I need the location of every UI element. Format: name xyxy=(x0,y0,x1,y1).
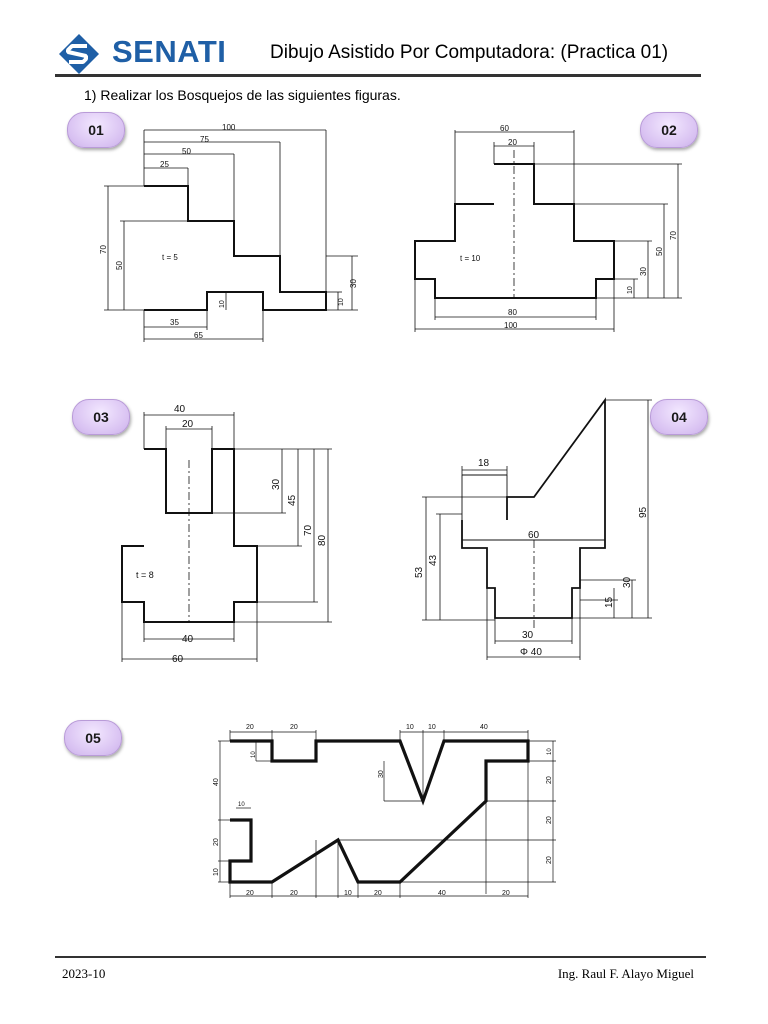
f3-dim-40b: 40 xyxy=(182,634,194,645)
f2-dim-80: 80 xyxy=(508,308,517,317)
f3-dim-80: 80 xyxy=(317,534,328,546)
f1-dim-65: 65 xyxy=(194,331,203,340)
f5-left-10b: 10 xyxy=(238,802,245,808)
f4-dim-43: 43 xyxy=(428,554,439,566)
f5-bottom-20a: 20 xyxy=(246,890,254,897)
f5-bottom-20d: 20 xyxy=(502,890,510,897)
header-divider xyxy=(55,74,701,77)
f2-dim-10: 10 xyxy=(627,286,634,294)
f1-dim-50v: 50 xyxy=(115,261,124,270)
f1-dim-30: 30 xyxy=(349,279,358,288)
f1-dim-10: 10 xyxy=(219,300,226,308)
figure-04-drawing: 18 60 95 53 43 30 15 30 Φ 40 xyxy=(414,397,652,660)
f5-right-20a: 20 xyxy=(546,776,553,784)
footer-code: 2023-10 xyxy=(62,966,106,981)
f1-dim-25: 25 xyxy=(160,160,169,169)
page-title: Dibujo Asistido Por Computadora: (Practi… xyxy=(270,42,669,63)
f3-dim-20: 20 xyxy=(182,419,194,430)
f2-dim-100: 100 xyxy=(504,321,518,330)
f5-right-10: 10 xyxy=(547,748,553,755)
instruction-text: 1) Realizar los Bosquejos de las siguien… xyxy=(84,87,401,103)
f5-right-20b: 20 xyxy=(546,816,553,824)
f3-thickness: t = 8 xyxy=(136,570,154,580)
figure-05-drawing: 20 20 10 10 40 10 40 10 20 10 30 10 20 2… xyxy=(213,724,556,898)
figure-02-drawing: 60 20 t = 10 70 50 30 10 80 100 xyxy=(414,124,682,332)
f4-dim-15: 15 xyxy=(604,596,615,608)
f1-dim-50: 50 xyxy=(182,147,191,156)
f2-dim-60: 60 xyxy=(500,124,509,133)
f5-top-10a: 10 xyxy=(406,724,414,731)
f2-dim-30: 30 xyxy=(639,267,648,276)
f4-dim-60: 60 xyxy=(528,530,540,541)
f1-dim-70: 70 xyxy=(99,245,108,254)
f5-bottom-20b: 20 xyxy=(290,890,298,897)
f5-top-40: 40 xyxy=(480,724,488,731)
f4-dim-18: 18 xyxy=(478,458,490,469)
f1-dim-10r: 10 xyxy=(338,298,345,306)
f5-right-20c: 20 xyxy=(546,856,553,864)
f5-top-20a: 20 xyxy=(246,724,254,731)
f1-dim-35: 35 xyxy=(170,318,179,327)
badge-02: 02 xyxy=(640,112,698,148)
footer-author: Ing. Raul F. Alayo Miguel xyxy=(557,966,694,981)
f3-dim-60: 60 xyxy=(172,654,184,665)
f1-dim-75: 75 xyxy=(200,135,209,144)
f5-left-20: 20 xyxy=(213,838,220,846)
badge-03: 03 xyxy=(72,399,130,435)
f5-bottom-10: 10 xyxy=(344,890,352,897)
f5-bottom-40: 40 xyxy=(438,890,446,897)
f2-dim-70: 70 xyxy=(669,231,678,240)
f4-dim-53: 53 xyxy=(414,566,425,578)
f2-dim-50: 50 xyxy=(655,247,664,256)
f3-dim-70: 70 xyxy=(303,524,314,536)
f5-mid-30: 30 xyxy=(378,770,385,778)
f1-dim-100: 100 xyxy=(222,123,236,132)
f1-thickness: t = 5 xyxy=(162,253,178,262)
badge-04: 04 xyxy=(650,399,708,435)
f5-left-40: 40 xyxy=(213,778,220,786)
f2-thickness: t = 10 xyxy=(460,254,481,263)
f4-dim-phi40: Φ 40 xyxy=(520,647,542,658)
f4-dim-30: 30 xyxy=(622,576,633,588)
f3-dim-45: 45 xyxy=(287,494,298,506)
f5-left-10c: 10 xyxy=(213,868,220,876)
f5-top-10b: 10 xyxy=(428,724,436,731)
footer-divider xyxy=(55,956,706,958)
f5-left-10: 10 xyxy=(251,751,257,758)
f2-dim-20: 20 xyxy=(508,138,517,147)
figure-01-drawing: 100 75 50 25 70 50 t = 5 10 30 10 35 65 xyxy=(99,123,358,342)
f3-dim-40: 40 xyxy=(174,404,186,415)
senati-logo-icon xyxy=(59,34,99,74)
badge-05: 05 xyxy=(64,720,122,756)
figure-03-drawing: 40 20 30 45 70 80 t = 8 40 60 xyxy=(121,404,332,665)
brand-name: SENATI xyxy=(112,34,227,69)
f3-dim-30: 30 xyxy=(271,478,282,490)
f5-bottom-20c: 20 xyxy=(374,890,382,897)
badge-01: 01 xyxy=(67,112,125,148)
f5-top-20b: 20 xyxy=(290,724,298,731)
f4-dim-95: 95 xyxy=(638,506,649,518)
f4-dim-30b: 30 xyxy=(522,630,534,641)
